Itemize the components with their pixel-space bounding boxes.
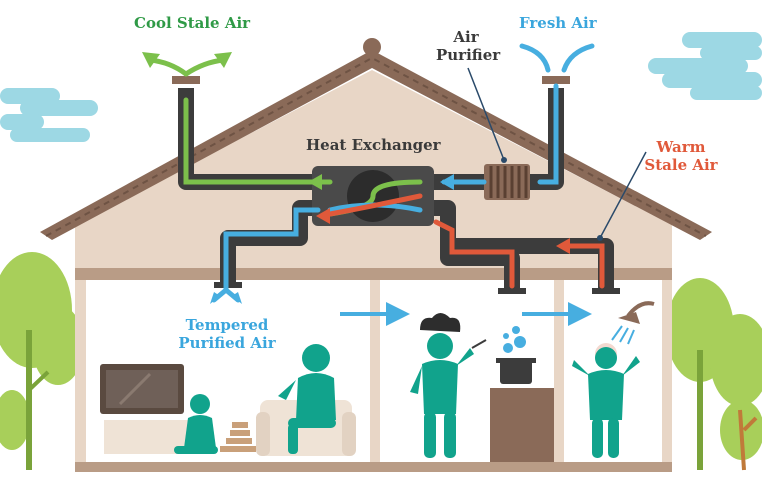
cloud-icon-right [648, 32, 762, 100]
leader-lines [467, 67, 647, 239]
ceiling-beam [75, 268, 672, 280]
floor-beam [75, 462, 672, 472]
ladle [471, 339, 487, 349]
vent-caps [172, 76, 570, 84]
roof [40, 38, 712, 240]
chef-figure [410, 313, 474, 458]
tv-icon [100, 364, 194, 454]
toy-blocks [220, 422, 256, 452]
label-air-purifier-line2: Purifier [436, 46, 501, 64]
air-purifier-filter [484, 164, 530, 200]
adult-figure [278, 344, 336, 454]
label-cool-stale-air: Cool Stale Air [134, 14, 251, 32]
tree-icon-right [666, 278, 762, 471]
cloud-icon-left [0, 88, 98, 142]
label-heat-exchanger: Heat Exchanger [306, 136, 441, 154]
stove [490, 388, 554, 462]
child-figure [174, 394, 218, 454]
label-air-purifier-line1: Air [453, 28, 479, 46]
arrow-green-left [142, 52, 160, 68]
label-tempered-purified-air-line2: Purified Air [178, 334, 276, 352]
label-air-purifier: Air Purifier [436, 28, 501, 64]
arrow-green-right [214, 52, 232, 68]
flow-warm-stale [327, 193, 605, 289]
label-tempered-purified-air-line1: Tempered [185, 316, 269, 334]
shower-icon [611, 301, 655, 345]
label-warm-stale-air-line1: Warm [656, 138, 706, 156]
pot-icon [496, 326, 536, 384]
bather-figure [572, 343, 640, 458]
label-fresh-air: Fresh Air [519, 14, 597, 32]
label-tempered-purified-air: Tempered Purified Air [172, 316, 282, 352]
tree-icon-left [0, 252, 84, 470]
label-warm-stale-air-line2: Stale Air [644, 156, 718, 174]
label-warm-stale-air: Warm Stale Air [640, 138, 722, 174]
chef-hat-icon [420, 313, 461, 332]
